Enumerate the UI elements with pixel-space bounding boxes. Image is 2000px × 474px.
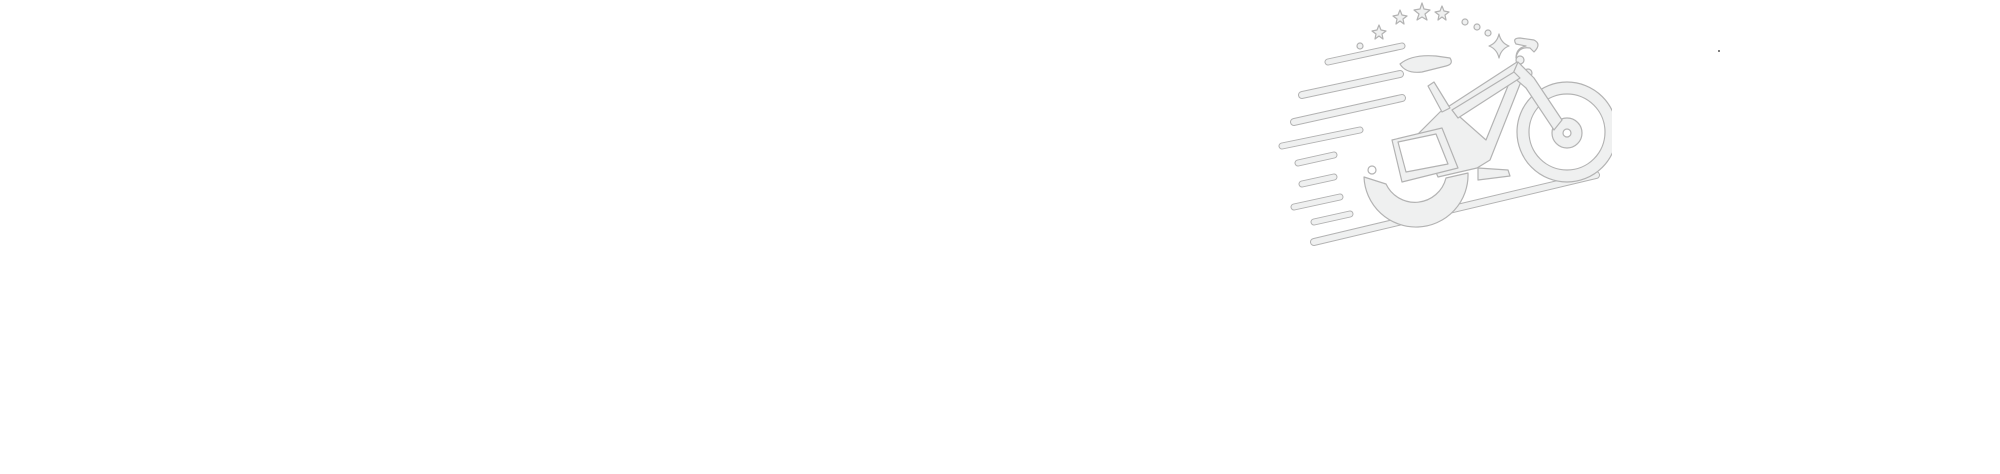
dot-icon (1356, 42, 1364, 50)
stray-dot (1718, 50, 1720, 52)
speed-line (1311, 211, 1353, 225)
speed-line (1299, 174, 1337, 187)
star-icon (1434, 5, 1450, 21)
rear-wheel (1363, 172, 1469, 228)
speed-line (1291, 95, 1405, 125)
dot-icon (1484, 29, 1492, 37)
handlebar (1514, 37, 1539, 59)
speed-line (1299, 71, 1403, 98)
dot-icon (1461, 18, 1469, 26)
rear-rack (1397, 133, 1449, 173)
speed-line (1295, 152, 1337, 166)
sparkle-icon (1488, 33, 1510, 59)
speed-line (1279, 127, 1363, 149)
front-axle (1562, 128, 1572, 138)
battery (1451, 71, 1521, 119)
fast-ebike-icon (1272, 0, 1612, 250)
speed-line (1291, 194, 1343, 210)
star-icon (1392, 9, 1408, 25)
star-icon (1413, 2, 1431, 21)
pedal-crank (1477, 167, 1511, 181)
dot-icon (1473, 23, 1481, 31)
star-icon (1371, 24, 1387, 40)
saddle (1399, 55, 1452, 73)
speed-line (1325, 43, 1405, 65)
seat-post (1427, 81, 1451, 113)
rear-axle (1367, 165, 1377, 175)
